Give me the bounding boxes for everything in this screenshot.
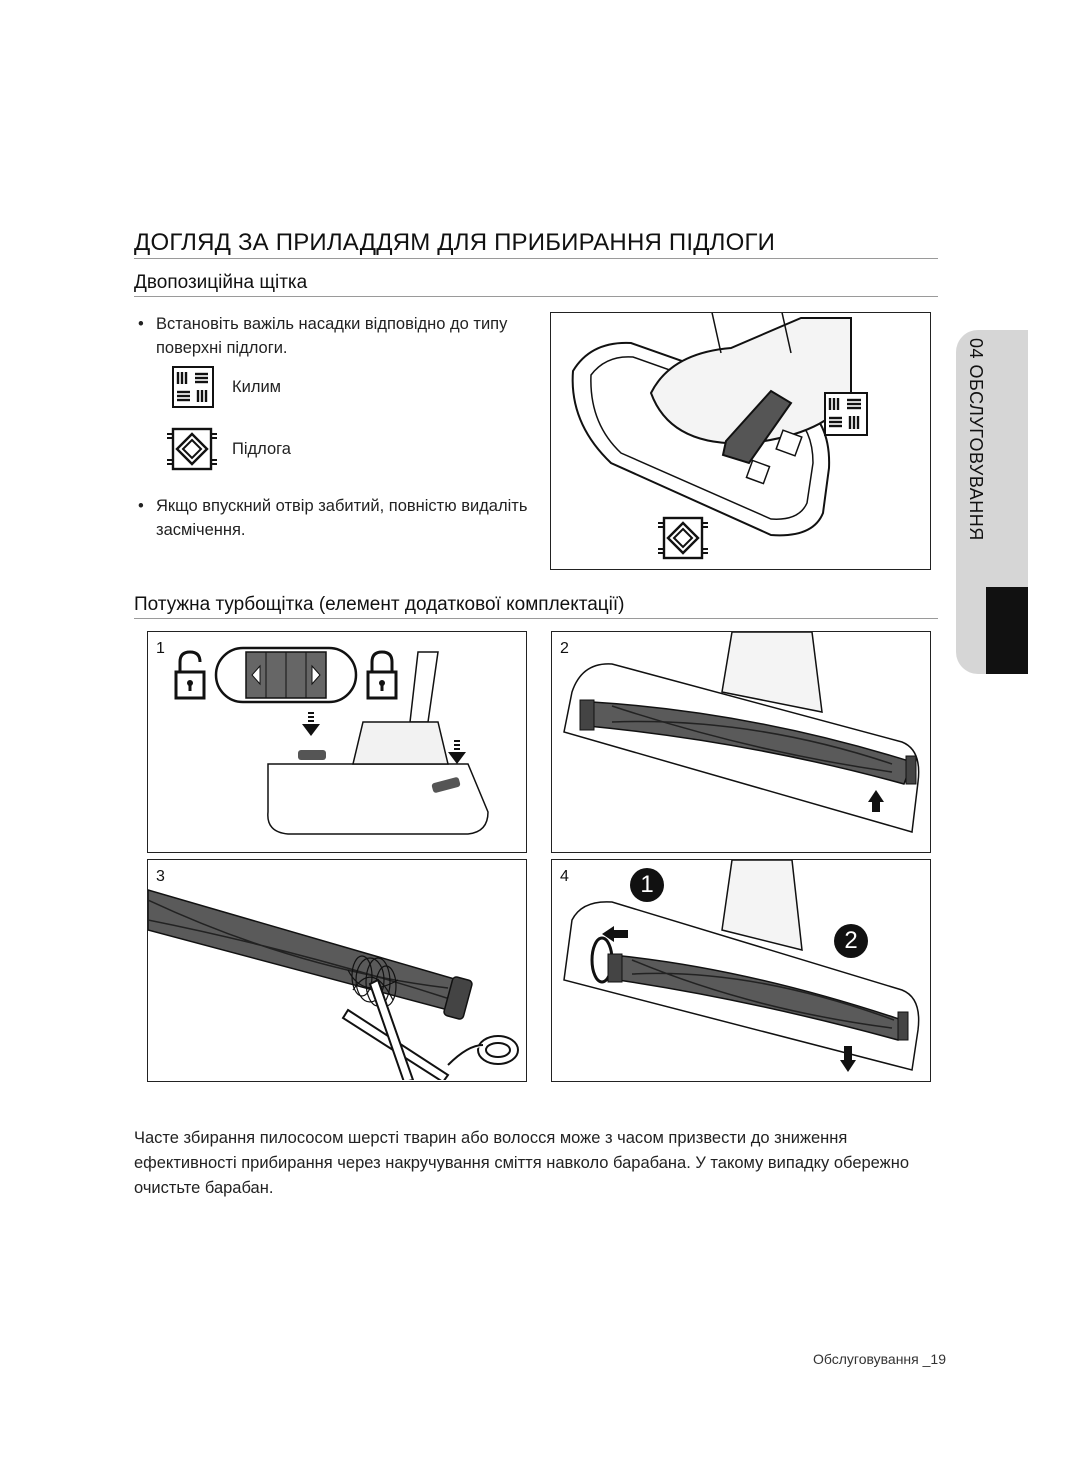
title-rule [134,258,938,259]
bullet-lever-instruction: • Встановіть важіль насадки відповідно д… [136,312,556,360]
section-heading-turbo-brush: Потужна турбощітка (елемент додаткової к… [134,594,625,615]
page-title: ДОГЛЯД ЗА ПРИЛАДДЯМ ДЛЯ ПРИБИРАННЯ ПІДЛО… [134,229,776,256]
panel-number: 2 [560,640,569,657]
brush-roller [607,953,909,1041]
bullet-dot: • [138,497,144,515]
panel-number: 1 [156,640,165,657]
step-badge-1: 1 [630,868,664,902]
carpet-label: Килим [232,378,282,396]
section1-rule [134,296,938,297]
step-badge-label: 2 [844,927,858,954]
carpet-icon [172,366,214,408]
step-badge-2: 2 [834,924,868,958]
bullet-text: Якщо впускний отвір забитий, повністю ви… [156,497,528,539]
floor-label: Підлога [232,440,291,458]
section2-rule [134,618,938,619]
cleaning-paragraph: Часте збирання пилососом шерсті тварин а… [134,1129,909,1197]
chapter-side-tab-label: 04 ОБСЛУГОВУВАННЯ [966,338,986,541]
scissors-icon [341,978,519,1080]
bullet-dot: • [138,315,144,333]
chapter-side-tab-marker [986,587,1028,674]
bullet-clog-instruction: • Якщо впускний отвір забитий, повністю … [136,494,556,542]
panel-3-cut-hair: 3 [147,859,527,1082]
lock-icon [366,650,398,700]
section-heading-two-position-brush: Двопозиційна щітка [134,272,308,293]
step-badge-label: 1 [640,871,654,898]
panel-number: 4 [560,868,569,885]
two-position-brush-illustration [550,312,931,570]
floor-icon [166,424,218,474]
page-footer: Обслуговування _19 [813,1351,946,1367]
unlock-icon [174,650,206,700]
bullet-text: Встановіть важіль насадки відповідно до … [156,315,508,357]
panel-4-reinstall-roller: 4 1 2 [551,859,931,1082]
panel-number: 3 [156,868,165,885]
panel-1-unlock: 1 [147,631,527,853]
brush-roller [579,699,917,785]
panel-2-remove-roller: 2 [551,631,931,853]
brush-roller [148,889,473,1020]
